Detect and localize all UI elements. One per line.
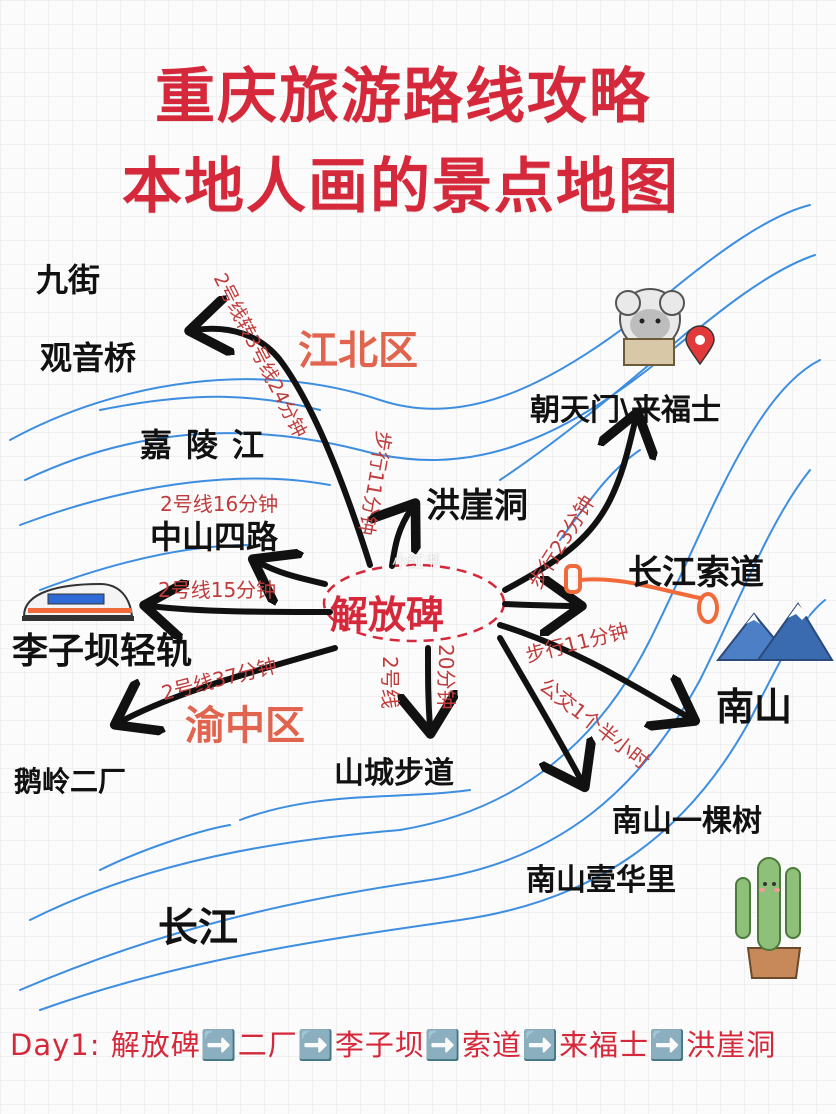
arrow-chaotianmen — [502, 418, 636, 593]
arrow-liziba — [150, 606, 333, 612]
jialing-river — [9, 204, 816, 591]
place-guanyinqiao: 观音桥 — [40, 339, 137, 377]
title-line-1: 重庆旅游路线攻略 — [155, 62, 651, 132]
river-changjiang: 长江 — [158, 904, 238, 951]
place-chaotianmen: 朝天门\来福士 — [530, 393, 721, 428]
yangtze-river — [19, 359, 826, 1011]
place-zhongshansilu: 中山四路 — [150, 518, 279, 556]
arrow-suodao — [502, 604, 576, 606]
cable-car-icon — [564, 564, 719, 624]
mountain-icon — [715, 602, 834, 661]
district-yuzhong: 渝中区 — [185, 703, 305, 749]
watermark: 小红书 — [392, 552, 441, 571]
route-to-shanchengbudao-a: 2号线 — [378, 656, 402, 709]
place-nanshan: 南山 — [716, 684, 793, 729]
place-changjiangsuodao: 长江索道 — [628, 553, 764, 593]
map-pin-icon — [685, 325, 715, 366]
place-nanshanyihuali: 南山壹华里 — [526, 863, 676, 898]
place-eling: 鹅岭二厂 — [14, 765, 127, 798]
route-arrows — [120, 329, 690, 782]
arrow-eling — [120, 645, 338, 722]
arrow-guanyinqiao — [195, 329, 373, 568]
arrow-shanchengbudao — [428, 645, 430, 728]
district-jiangbei: 江北区 — [298, 328, 418, 374]
route-to-shanchengbudao-b: 20分钟 — [434, 644, 458, 710]
cactus-icon — [735, 857, 802, 979]
train-icon — [22, 582, 134, 621]
arrow-hongyadong — [392, 508, 412, 569]
title-line-2: 本地人画的景点地图 — [122, 152, 680, 222]
arrow-zhongshansilu — [258, 562, 328, 584]
river-jialing: 嘉陵江 — [140, 426, 279, 464]
place-liziba: 李子坝轻轨 — [12, 630, 193, 672]
arrow-nanshan — [497, 622, 690, 718]
place-hongyadong: 洪崖洞 — [426, 486, 528, 526]
place-jiefangbei: 解放碑 — [330, 592, 445, 637]
sheep-icon — [615, 288, 685, 366]
route-to-liziba: 2号线15分钟 — [158, 578, 277, 602]
itinerary: Day1: 解放碑➡️二厂➡️李子坝➡️索道➡️来福士➡️洪崖洞 — [10, 1028, 777, 1062]
place-nanshanyikeshu: 南山一棵树 — [612, 804, 762, 839]
place-jiujie: 九街 — [36, 261, 101, 299]
route-to-zhongshansilu: 2号线16分钟 — [160, 492, 279, 516]
place-shanchengbudao: 山城步道 — [334, 756, 454, 791]
arrow-nanshanyikeshu — [497, 635, 582, 782]
